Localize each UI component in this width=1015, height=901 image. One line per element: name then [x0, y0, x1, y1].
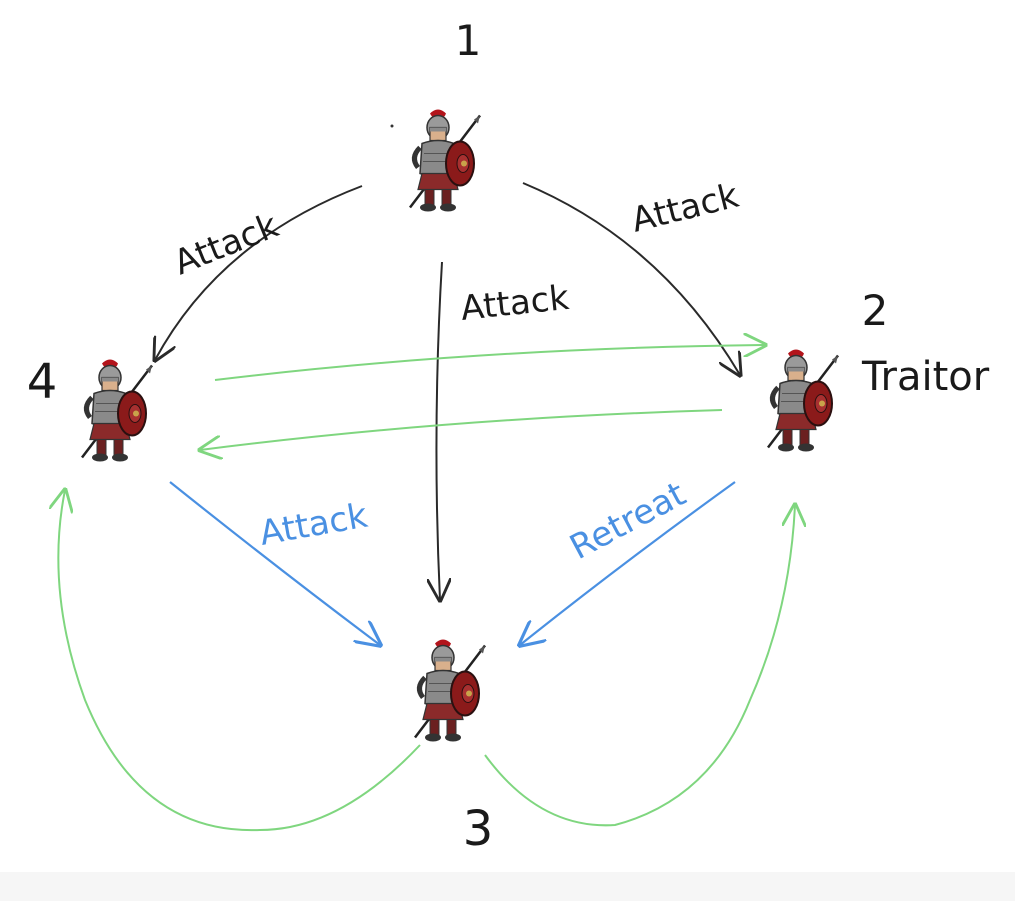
arrow-g2-to-g4 [200, 409, 723, 450]
arrow-g3-to-g2 [484, 505, 795, 827]
stray-dot [390, 124, 394, 128]
general-1-number: 1 [455, 16, 482, 65]
message-g4-to-g3: Attack [257, 496, 371, 554]
arrow-g4-to-g2 [214, 345, 765, 381]
arrow-g1-to-g4 [155, 185, 363, 360]
general-3 [415, 640, 485, 742]
arrow-g3-to-g4 [58, 490, 421, 832]
roman-soldier-icon [415, 640, 485, 742]
arrow-g1-to-g2 [522, 182, 740, 375]
general-2 [768, 350, 838, 452]
roman-soldier-icon [410, 110, 480, 212]
roman-soldier-icon [768, 350, 838, 452]
bottom-band [0, 872, 1015, 901]
general-2-number: 2 [862, 286, 889, 335]
general-3-number: 3 [463, 801, 494, 857]
message-g1-to-g3: Attack [459, 278, 571, 329]
general-4-number: 4 [27, 354, 58, 410]
arrow-g1-to-g3 [436, 261, 442, 600]
message-g2-to-g3: Retreat [563, 474, 692, 568]
general-4 [82, 360, 152, 462]
roman-soldier-icon [82, 360, 152, 462]
general-1 [410, 110, 480, 212]
general-2-role: Traitor [861, 354, 990, 400]
arrow-g4-to-g3 [169, 481, 380, 645]
message-g1-to-g2: Attack [628, 176, 743, 241]
message-g1-to-g4: Attack [168, 205, 284, 283]
arrow-g2-to-g3 [520, 481, 736, 645]
